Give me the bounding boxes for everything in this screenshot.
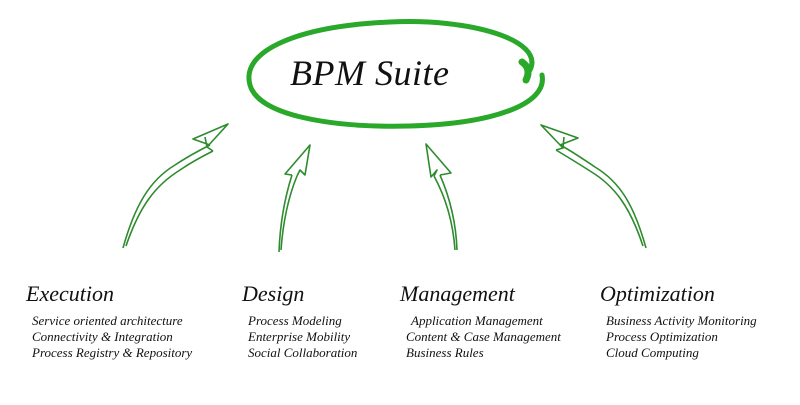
column-heading: Optimization <box>600 281 715 306</box>
list-item: Social Collaboration <box>248 345 358 360</box>
arrow-execution <box>122 123 229 249</box>
item-list: Application Management Content & Case Ma… <box>406 313 561 361</box>
arrow-optimization <box>540 124 647 249</box>
arrow-design <box>278 144 311 253</box>
column-heading: Management <box>400 281 515 306</box>
column-design: Design Process Modeling Enterprise Mobil… <box>242 282 357 361</box>
item-list: Service oriented architecture Connectivi… <box>32 313 192 361</box>
list-item: Process Optimization <box>606 329 718 344</box>
list-item: Enterprise Mobility <box>248 329 351 344</box>
diagram-title: BPM Suite <box>290 53 450 93</box>
list-item: Application Management <box>411 313 543 328</box>
list-item: Content & Case Management <box>406 329 561 344</box>
item-list: Business Activity Monitoring Process Opt… <box>606 313 757 361</box>
item-list: Process Modeling Enterprise Mobility Soc… <box>248 313 357 361</box>
column-execution: Execution Service oriented architecture … <box>26 282 192 361</box>
column-management: Management Application Management Conten… <box>400 282 561 361</box>
list-item: Connectivity & Integration <box>32 329 173 344</box>
list-item: Process Registry & Repository <box>32 345 193 360</box>
arrow-management <box>425 143 458 251</box>
column-heading: Design <box>242 281 305 306</box>
title-ellipse <box>246 19 545 129</box>
list-item: Service oriented architecture <box>32 313 183 328</box>
list-item: Business Activity Monitoring <box>606 313 757 328</box>
list-item: Process Modeling <box>248 313 342 328</box>
title-ellipse-tail <box>518 58 532 84</box>
column-optimization: Optimization Business Activity Monitorin… <box>600 282 757 361</box>
column-heading: Execution <box>26 281 114 306</box>
list-item: Cloud Computing <box>606 345 699 360</box>
list-item: Business Rules <box>406 345 484 360</box>
